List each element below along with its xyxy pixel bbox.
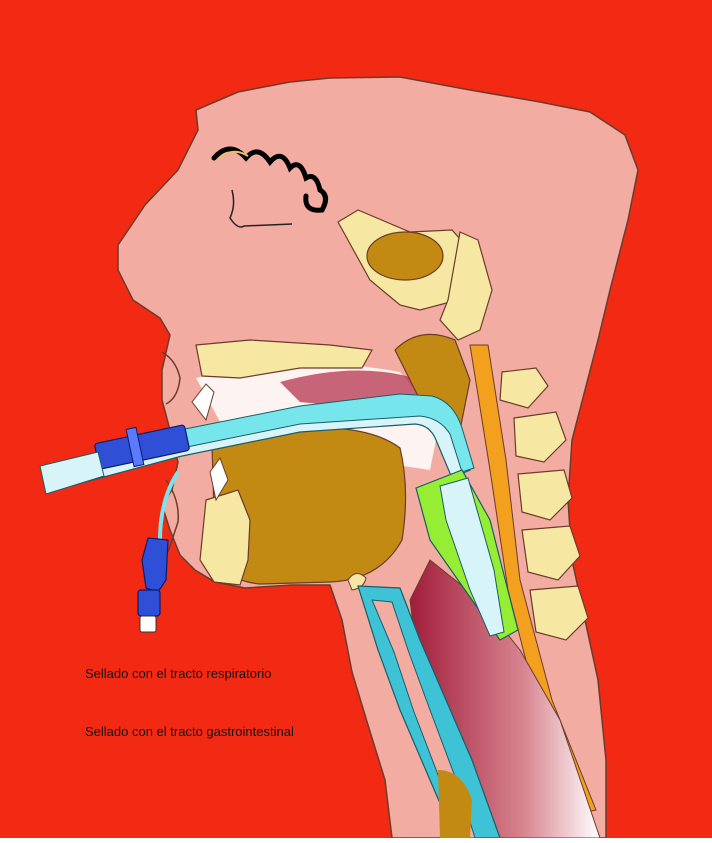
respiratory-seal-label: Sellado con el tracto respiratorio	[85, 666, 271, 681]
sinus-cavity	[367, 232, 443, 280]
mandible-bone	[200, 490, 250, 585]
gi-seal-label: Sellado con el tracto gastrointestinal	[85, 724, 294, 739]
